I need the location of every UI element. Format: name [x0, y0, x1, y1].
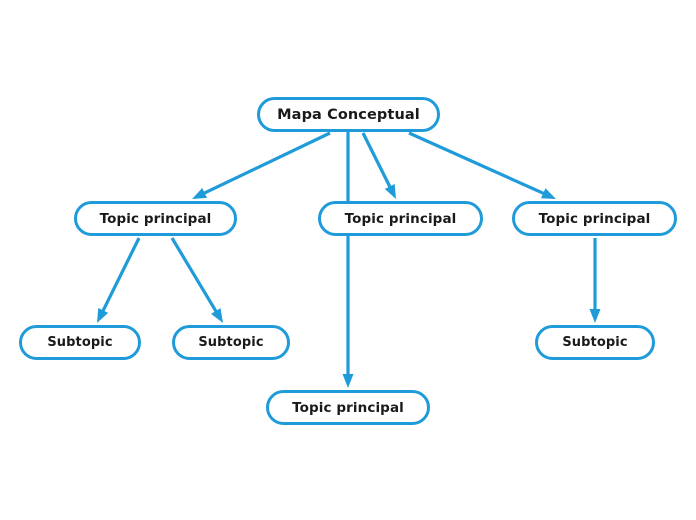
- node-topic-principal-bottom[interactable]: Topic principal: [266, 390, 430, 425]
- node-label: Subtopic: [198, 335, 264, 350]
- node-subtopic-right[interactable]: Subtopic: [535, 325, 655, 360]
- node-label: Topic principal: [99, 210, 212, 227]
- edge-arrowhead: [589, 309, 601, 323]
- edge-arrowhead: [97, 308, 109, 323]
- edge-line: [361, 132, 393, 189]
- node-subtopic-left[interactable]: Subtopic: [19, 325, 141, 360]
- edge-arrowhead: [384, 184, 396, 199]
- node-label: Subtopic: [562, 335, 628, 350]
- node-label: Mapa Conceptual: [277, 106, 420, 123]
- node-root[interactable]: Mapa Conceptual: [257, 97, 440, 132]
- node-label: Topic principal: [344, 210, 457, 227]
- node-topic-principal-middle[interactable]: Topic principal: [318, 201, 483, 236]
- node-topic-principal-left[interactable]: Topic principal: [74, 201, 237, 236]
- edge-arrowhead: [342, 374, 354, 388]
- edge-line: [100, 237, 141, 313]
- node-label: Topic principal: [292, 399, 404, 416]
- edge-arrowhead: [192, 187, 208, 199]
- node-topic-principal-right[interactable]: Topic principal: [512, 201, 677, 236]
- edge-arrowhead: [540, 188, 556, 199]
- node-label: Topic principal: [538, 210, 651, 227]
- edge-line: [170, 237, 219, 314]
- node-label: Subtopic: [47, 335, 113, 350]
- node-subtopic-mid[interactable]: Subtopic: [172, 325, 290, 360]
- edge-line: [408, 131, 546, 196]
- edge-arrowhead: [211, 308, 223, 323]
- edge-line: [202, 131, 331, 196]
